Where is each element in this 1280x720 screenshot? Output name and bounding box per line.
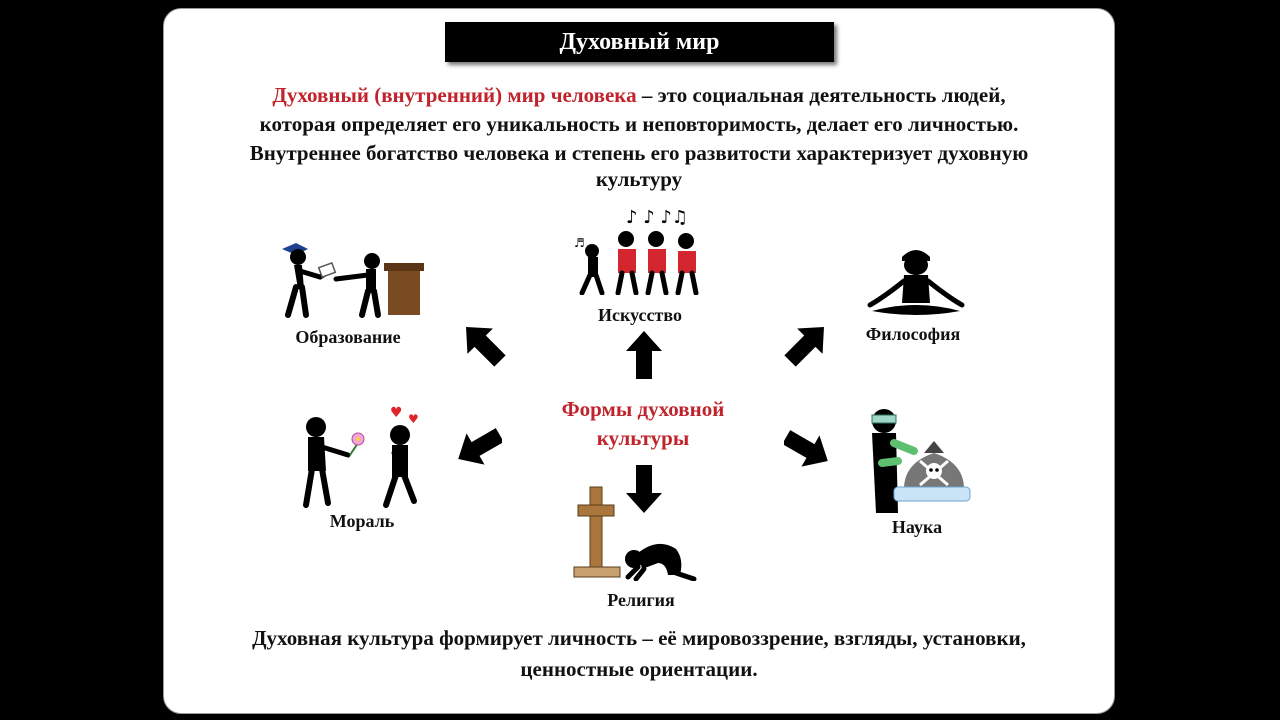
label-science: Наука bbox=[891, 517, 943, 537]
slide: Духовный мир Духовный (внутренний) мир ч… bbox=[163, 8, 1115, 714]
center-label-line-2: культуры bbox=[596, 426, 690, 450]
arrow-down-icon bbox=[626, 465, 662, 513]
svg-text:♬: ♬ bbox=[574, 236, 585, 250]
center-label: Формы духовной культуры bbox=[536, 395, 750, 453]
label-art: Искусство bbox=[598, 305, 682, 325]
art-pictogram-icon: ♪ ♪ ♪♫ ♬ bbox=[574, 207, 699, 295]
svg-text:♪ ♪ ♪♫: ♪ ♪ ♪♫ bbox=[626, 207, 688, 228]
intro-line-3: Внутреннее богатство человека и степень … bbox=[249, 141, 1029, 165]
label-education: Образование bbox=[295, 327, 401, 347]
science-pictogram-icon bbox=[871, 409, 971, 513]
intro-term: Духовный (внутренний) мир человека bbox=[272, 83, 637, 107]
morality-pictogram-icon: ♥ ♥ bbox=[303, 405, 419, 508]
intro-line-1: Духовный (внутренний) мир человека – это… bbox=[164, 81, 1114, 110]
label-religion: Религия bbox=[607, 590, 675, 610]
conclusion-line-2: ценностные ориентации. bbox=[520, 657, 758, 681]
education-pictogram-icon bbox=[282, 243, 424, 318]
conclusion: Духовная культура формирует личность – е… bbox=[164, 623, 1114, 685]
intro-line-4: культуру bbox=[595, 167, 683, 191]
arrow-up-icon bbox=[626, 331, 662, 379]
intro-line-2: которая определяет его уникальность и не… bbox=[259, 112, 1019, 136]
intro-definition: Духовный (внутренний) мир человека – это… bbox=[164, 81, 1114, 190]
slide-title: Духовный мир bbox=[445, 22, 834, 62]
arrow-up-left-icon bbox=[466, 327, 506, 367]
label-philosophy: Философия bbox=[865, 324, 961, 344]
philosophy-pictogram-icon bbox=[867, 250, 965, 315]
intro-line-1-rest: – это социальная деятельность людей, bbox=[636, 83, 1006, 107]
conclusion-line-1: Духовная культура формирует личность – е… bbox=[252, 626, 1026, 650]
center-label-line-1: Формы духовной bbox=[561, 397, 725, 421]
svg-text:♥: ♥ bbox=[408, 412, 419, 426]
arrow-up-right-icon bbox=[784, 327, 824, 367]
label-morality: Мораль bbox=[329, 511, 395, 531]
svg-text:♥: ♥ bbox=[390, 405, 403, 421]
arrow-down-left-icon bbox=[458, 428, 502, 465]
religion-pictogram-icon bbox=[573, 486, 697, 581]
arrow-down-right-icon bbox=[784, 430, 828, 467]
